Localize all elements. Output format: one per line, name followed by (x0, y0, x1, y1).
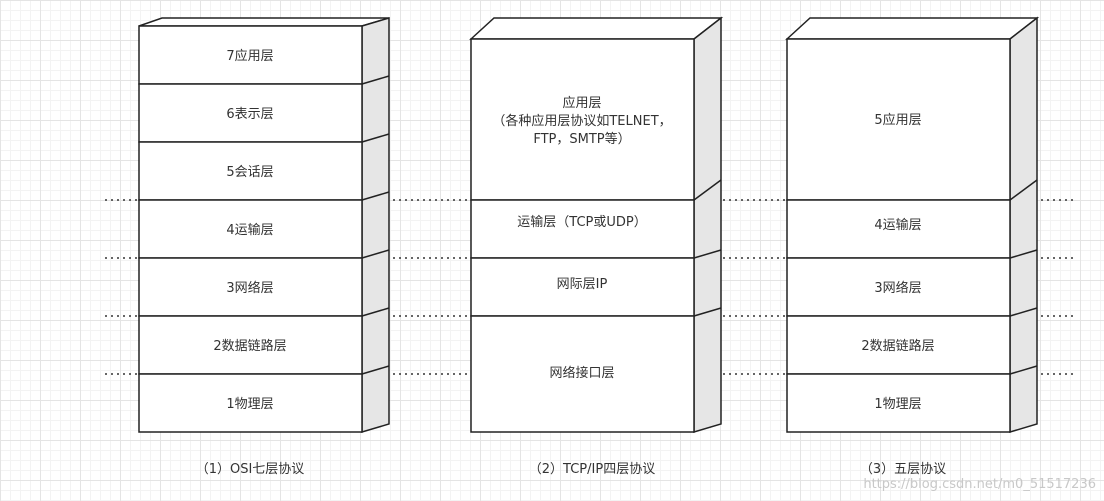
tcpip-transport-box (470, 199, 695, 259)
osi-layer-box-5 (138, 141, 363, 201)
tcpip-top-face (469, 17, 724, 40)
osi-caption: （1）OSI七层协议 (196, 462, 305, 477)
tcpip-application-label: 应用层 (562, 95, 601, 111)
tcpip-side-face (693, 16, 722, 434)
tcpip-transport-label: 运输层（TCP或UDP） (517, 214, 646, 230)
five-layer-box-4 (786, 199, 1011, 259)
tcpip-application-detail-1: （各种应用层协议如TELNET， (492, 113, 671, 129)
osi-layer-2-label: 2数据链路层 (213, 338, 286, 354)
osi-side-dividers (361, 75, 390, 375)
tcpip-internet-box (470, 257, 695, 317)
watermark-text: https://blog.csdn.net/m0_51517236 (863, 477, 1096, 492)
tcpip-caption: （2）TCP/IP四层协议 (529, 462, 655, 477)
tcpip-application-detail-2: FTP，SMTP等） (533, 131, 630, 147)
five-side-dividers (1009, 179, 1038, 375)
five-layer-1-label: 1物理层 (874, 397, 921, 412)
tcpip-stack: 应用层 （各种应用层协议如TELNET， FTP，SMTP等） 运输层（TCP或… (469, 16, 724, 477)
five-layer-box-1 (786, 373, 1011, 433)
osi-layer-box-1 (138, 373, 363, 433)
five-layer-box-5 (786, 38, 1011, 201)
tcpip-internet-label: 网际层IP (557, 277, 608, 292)
five-layer-3-label: 3网络层 (874, 280, 921, 296)
osi-layer-box-3 (138, 257, 363, 317)
five-layer-box-2 (786, 315, 1011, 375)
five-layer-stack: 5应用层 4运输层 3网络层 2数据链路层 1物理层 （3）五层协议 (785, 16, 1040, 477)
five-caption: （3）五层协议 (860, 462, 946, 477)
osi-layer-4-label: 4运输层 (226, 222, 273, 238)
osi-top-face (138, 17, 390, 27)
osi-layer-box-4 (138, 199, 363, 259)
osi-layer-box-2 (138, 315, 363, 375)
osi-layer-5-label: 5会话层 (226, 165, 273, 180)
tcpip-link-label: 网络接口层 (549, 365, 614, 381)
osi-layer-box-7 (138, 25, 363, 85)
osi-layer-6-label: 6表示层 (226, 107, 273, 122)
tcpip-link-box (470, 315, 695, 433)
osi-layer-3-label: 3网络层 (226, 280, 273, 296)
tcpip-side-dividers (693, 179, 722, 317)
five-top-face (785, 17, 1040, 40)
five-layer-5-label: 5应用层 (874, 112, 921, 128)
osi-stack: 7应用层 6表示层 5会话层 4运输层 3网络层 2数据链路层 1物理层 （1）… (138, 16, 390, 477)
tcpip-application-box (470, 38, 695, 201)
five-layer-2-label: 2数据链路层 (861, 338, 934, 354)
osi-layer-7-label: 7应用层 (226, 48, 273, 64)
five-layer-4-label: 4运输层 (874, 217, 921, 233)
five-layer-box-3 (786, 257, 1011, 317)
osi-layer-1-label: 1物理层 (226, 397, 273, 412)
